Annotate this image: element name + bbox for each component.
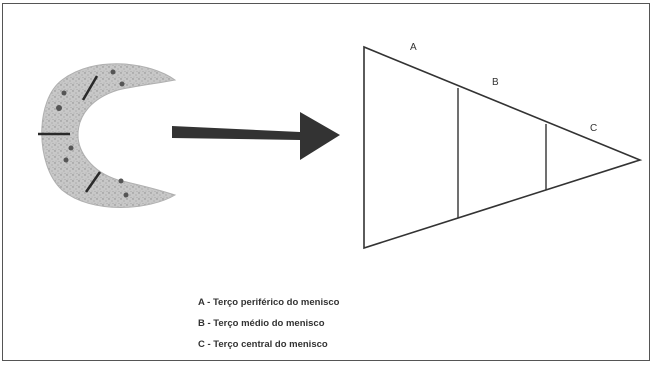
meniscus-divider-line xyxy=(81,75,99,101)
segment-label-a: A xyxy=(410,42,417,53)
arrow-icon xyxy=(172,112,340,160)
meniscus-shape xyxy=(38,63,177,208)
legend: A - Terço periférico do menisco B - Terç… xyxy=(198,292,339,355)
meniscus-divider-line xyxy=(84,171,102,193)
legend-item-c: C - Terço central do menisco xyxy=(198,339,328,350)
segment-label-c: C xyxy=(590,123,597,134)
legend-item-b: B - Terço médio do menisco xyxy=(198,318,325,329)
meniscus-spot xyxy=(61,90,67,96)
meniscus-spot xyxy=(68,145,74,151)
meniscus-spot xyxy=(56,105,62,111)
meniscus-spot xyxy=(63,157,69,163)
segment-label-b: B xyxy=(492,77,499,88)
figure-border xyxy=(2,3,650,361)
meniscus-cross-section: A B C xyxy=(363,42,643,250)
meniscus-spot xyxy=(118,178,124,184)
meniscus-spot xyxy=(123,192,129,198)
cross-section-triangle xyxy=(363,45,643,250)
meniscus-spot xyxy=(119,81,125,87)
meniscus-spot xyxy=(110,69,116,75)
legend-item-a: A - Terço periférico do menisco xyxy=(198,297,340,308)
